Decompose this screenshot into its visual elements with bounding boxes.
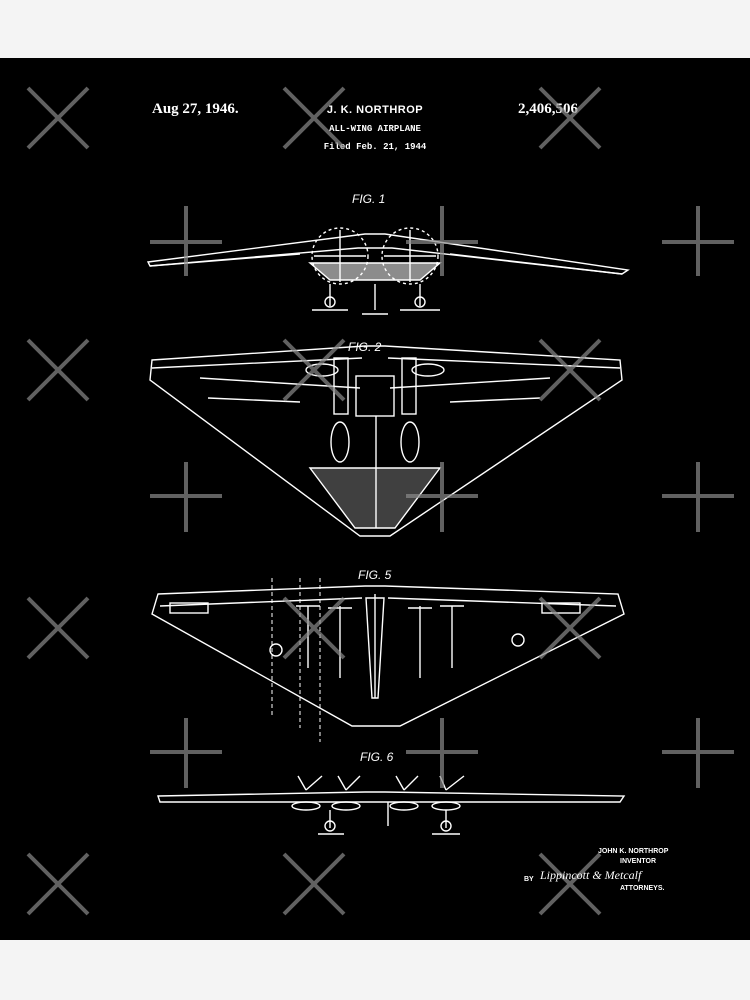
fig-6-front-view [157, 775, 626, 835]
filed-date: Filed Feb. 21, 1944 [323, 142, 427, 152]
patent-date: Aug 27, 1946. [152, 101, 239, 117]
by-label: BY [524, 876, 534, 883]
fig-2-plan-view [149, 345, 623, 537]
inventor-name: JOHN K. NORTHROP [598, 848, 669, 855]
patent-title: ALL-WING AIRPLANE [329, 124, 421, 134]
fig-2-label: FIG. 2 [348, 340, 382, 354]
attorneys-label: ATTORNEYS. [620, 885, 665, 892]
inventor-heading: J. K. NORTHROP [326, 104, 424, 116]
fig-1-front-view [146, 227, 630, 315]
fig-5-label: FIG. 5 [358, 568, 392, 582]
patent-drawings [146, 227, 630, 835]
patent-sheet: Aug 27, 1946. J. K. NORTHROP 2,406,506 A… [0, 58, 750, 940]
fig-5-plan-view [151, 578, 625, 742]
fig-1-label: FIG. 1 [352, 192, 386, 206]
inventor-label: INVENTOR [620, 858, 657, 865]
fig-6-label: FIG. 6 [360, 750, 394, 764]
attorneys-signature: Lippincott & Metcalf [540, 868, 642, 882]
